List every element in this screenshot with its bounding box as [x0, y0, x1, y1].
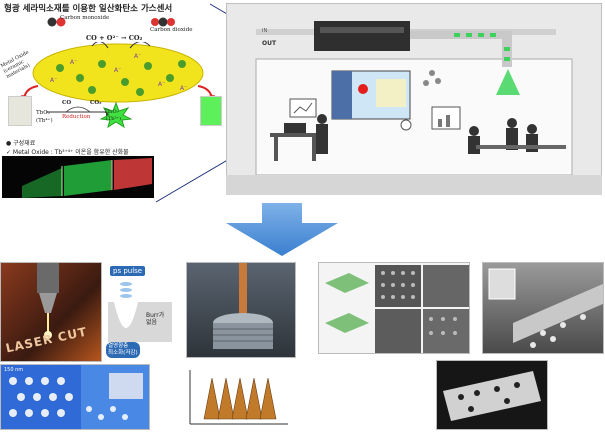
micro-structure-image	[318, 262, 470, 354]
carbon-monoxide-label: Carbon monoxide	[60, 15, 110, 21]
tb4-label: (Tb⁴⁺)	[36, 118, 53, 124]
co-label: CO	[62, 100, 72, 106]
svg-text:A⁻: A⁻	[180, 85, 187, 92]
green-burst-icon	[99, 101, 133, 132]
metal-oxide-diagram: A⁻ A⁻ A⁻ A⁻ A⁻ A⁻	[30, 41, 205, 104]
heat-label: 열영향층 최소화(저감)	[106, 342, 140, 358]
co2-label: CO₂	[90, 100, 102, 106]
ps-pulse-diagram: ps pulse Burr가 없음 열영향층 최소화(저감)	[104, 262, 176, 362]
in-label: IN	[262, 28, 268, 34]
co-molecule-icon	[46, 13, 68, 32]
svg-text:A⁻: A⁻	[158, 81, 165, 88]
svg-text:A⁻: A⁻	[114, 67, 121, 74]
fluorescent-slab-image	[2, 156, 154, 198]
tb4o7-label: Tb₄O₇	[104, 109, 119, 115]
laser-cut-image: LASER CUT	[0, 262, 102, 362]
reaction-equation: CO + O²⁻ → CO₂	[86, 34, 143, 42]
sensor-title: 형광 세라믹소재를 이용한 일산화탄소 가스센서	[4, 4, 173, 14]
down-arrow-icon	[224, 203, 340, 261]
material-bullet: ● 구성재료	[6, 140, 36, 147]
tbo2-label: TbO₂	[36, 110, 50, 116]
burr-label: Burr가 없음	[146, 312, 165, 326]
microfluidic-chip-image	[436, 360, 548, 430]
tbo2-sample-white	[8, 96, 32, 126]
hole-array-image: 150 nm	[0, 364, 150, 430]
surface-profile-image	[184, 364, 292, 430]
tb4o7-sample-green	[200, 96, 222, 126]
out-label: OUT	[262, 40, 277, 47]
svg-text:A⁻: A⁻	[70, 59, 77, 66]
tb3-label: (Tb³⁺)	[106, 116, 122, 122]
co2-molecule-icon	[150, 13, 176, 32]
carbon-dioxide-label: Carbon dioxide	[150, 27, 193, 33]
machining-nozzle-image	[186, 262, 296, 358]
svg-text:A⁻: A⁻	[50, 77, 57, 84]
sem-micro-image	[482, 262, 604, 354]
metal-oxide-legend: ✓ Metal Oxide : Tb³⁺⁴⁺ 이온을 함유한 산화물	[6, 149, 129, 156]
svg-text:A⁻: A⁻	[134, 53, 141, 60]
reduction-label: Reduction	[62, 114, 91, 120]
ps-pulse-label: ps pulse	[110, 266, 146, 276]
building-illustration	[225, 2, 603, 196]
scale-label: 150 nm	[4, 367, 24, 373]
